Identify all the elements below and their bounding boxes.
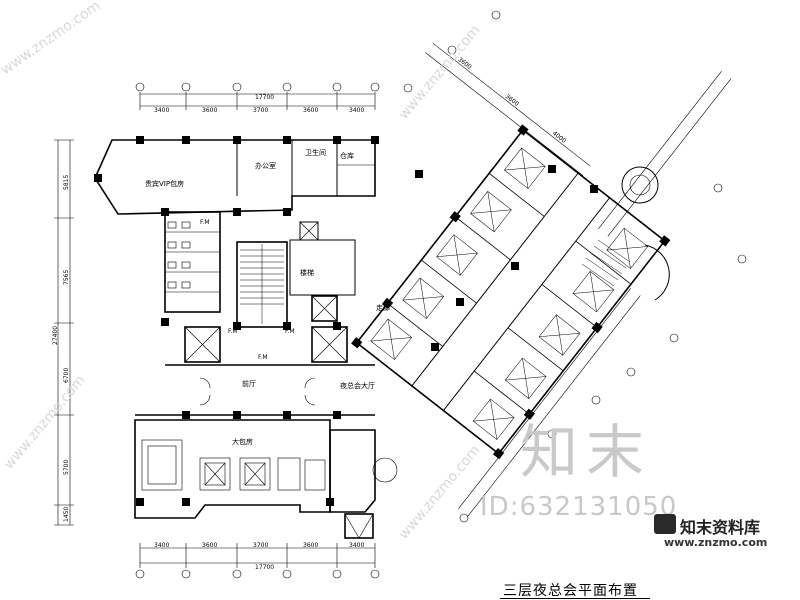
elevator-right <box>311 326 348 363</box>
svg-text:www.znzmo.com: www.znzmo.com <box>0 0 103 78</box>
left-seg-2: 7565 <box>63 270 70 285</box>
main-block: 贵宾VIP包房 办公室 卫生间 仓库 楼梯 <box>94 139 398 539</box>
structural-columns <box>94 136 598 506</box>
right-wing-dimension <box>598 71 732 237</box>
bottom-seg-3: 3700 <box>253 542 268 549</box>
room-hall: 夜总会大厅 <box>340 381 375 390</box>
left-seg-4: 5700 <box>63 460 70 475</box>
top-seg-1: 3400 <box>154 107 169 114</box>
curved-wall <box>644 244 670 301</box>
logo-name: 知末资料库 <box>680 518 761 537</box>
elevator-left <box>184 326 221 363</box>
left-dimension-line: 5815 7565 6700 5700 1450 27400 <box>52 139 74 526</box>
fm-label-3: F.M <box>258 354 268 361</box>
top-seg-4: 3600 <box>303 107 318 114</box>
room-bathroom: 卫生间 <box>305 148 326 157</box>
fm-label-1: F.M <box>200 219 210 226</box>
left-seg-1: 5815 <box>63 175 70 190</box>
room-vip-top: 贵宾VIP包房 <box>145 179 184 188</box>
sofa-set-lower <box>141 439 326 491</box>
top-seg-5: 3400 <box>349 107 364 114</box>
wing-columns <box>351 124 671 460</box>
bottom-dimension-line: 3400 3600 3700 3600 3400 17700 <box>135 542 380 579</box>
stair-core <box>236 241 288 328</box>
room-vip-lower: 大包房 <box>232 437 253 446</box>
svg-text:www.znzmo.com: www.znzmo.com <box>396 442 484 542</box>
bottom-seg-1: 3400 <box>154 542 169 549</box>
lower-diag-dimension <box>458 287 641 517</box>
svg-text:www.znzmo.com: www.znzmo.com <box>1 372 89 472</box>
watermark-big-text: 知末 <box>520 418 653 486</box>
room-lobby: 前厅 <box>242 379 256 388</box>
top-seg-3: 3700 <box>253 107 268 114</box>
watermark-id: ID:632131050 <box>480 492 678 522</box>
plan-title: 三层夜总会平面布置 <box>503 583 638 599</box>
room-office: 办公室 <box>255 161 276 170</box>
rotated-wing <box>351 124 671 460</box>
logo-icon <box>654 514 676 534</box>
fm-label-2: F.M <box>228 328 238 335</box>
left-seg-5: 1450 <box>63 507 70 522</box>
room-storage: 仓库 <box>340 151 354 160</box>
top-seg-2: 3600 <box>202 107 217 114</box>
bottom-seg-2: 3600 <box>202 542 217 549</box>
grid-bubble <box>403 10 747 523</box>
room-corridor: 走廊 <box>376 303 390 312</box>
fm-label-4: F.M <box>285 328 295 335</box>
bottom-seg-4: 3600 <box>303 542 318 549</box>
bottom-total-dim: 17700 <box>255 564 274 571</box>
round-bar <box>621 166 659 204</box>
top-total-dim: 17700 <box>255 94 274 101</box>
bottom-seg-5: 3400 <box>349 542 364 549</box>
room-stairs: 楼梯 <box>300 268 314 277</box>
top-dimension-line: 17700 3400 3600 3700 3600 3400 <box>135 82 380 114</box>
wing-rooms <box>387 173 632 415</box>
left-total-dim: 27400 <box>52 326 59 345</box>
watermark-diagonal: www.znzmo.com www.znzmo.com www.znzmo.co… <box>0 0 484 543</box>
stair-treads <box>240 244 284 324</box>
logo-url: www.znzmo.com <box>664 536 768 549</box>
title-underline <box>500 598 650 599</box>
grid-bubble <box>135 569 380 579</box>
brand-logo: 知末资料库 www.znzmo.com <box>654 514 794 549</box>
toilet-stalls <box>165 221 220 293</box>
grid-bubble <box>135 82 380 92</box>
stair-right <box>581 239 631 287</box>
left-seg-3: 6700 <box>63 368 70 383</box>
wing-furniture <box>370 147 649 440</box>
